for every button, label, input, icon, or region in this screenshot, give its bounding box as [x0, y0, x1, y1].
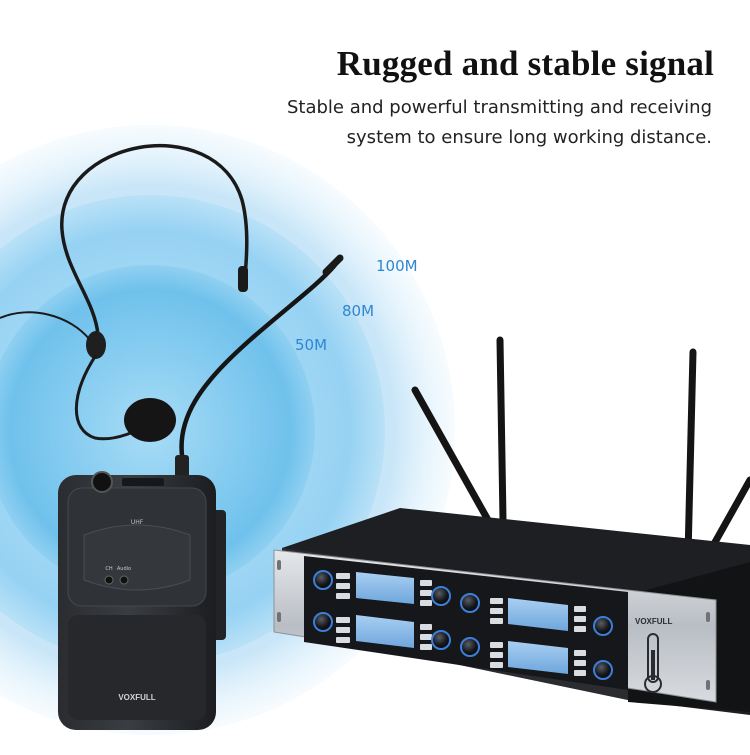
- knob-4: [431, 630, 451, 650]
- antenna-1: [411, 386, 492, 524]
- ch-label: CH: [105, 566, 112, 572]
- band-label: UHF: [131, 519, 144, 526]
- knob-3: [431, 586, 451, 606]
- volume-knobs: [313, 570, 613, 680]
- bodypack-transmitter: UHF CH Audio VOXFULL: [58, 471, 226, 730]
- rack-hole-right-top: [706, 612, 710, 622]
- headline: Rugged and stable signal: [336, 44, 714, 83]
- lcd-display-4: [508, 641, 568, 674]
- antenna-3: [684, 348, 697, 559]
- headset-microphone: [0, 143, 249, 442]
- headset-cable: [0, 311, 91, 341]
- ch-button: [104, 575, 114, 585]
- rack-hole-left-top: [277, 560, 281, 570]
- control-bezel: [83, 524, 191, 591]
- antenna-2: [496, 336, 507, 524]
- thermometer-logo-icon: [644, 633, 662, 693]
- headband-tip: [238, 266, 248, 292]
- mic-jack: [91, 471, 113, 493]
- range-label-80m: 80M: [342, 302, 375, 320]
- knob-7: [593, 616, 613, 636]
- range-label-100m: 100M: [376, 257, 418, 275]
- panel-buttons: [336, 573, 586, 676]
- knob-1: [313, 570, 333, 590]
- ear-hook: [86, 331, 106, 359]
- gooseneck-tip: [322, 254, 344, 276]
- bodypack-brand: VOXFULL: [118, 693, 155, 702]
- receiver-brand: VOXFULL: [635, 617, 672, 626]
- lcd-display-1: [356, 572, 414, 604]
- knob-8: [593, 660, 613, 680]
- description-line-2: system to ensure long working distance.: [346, 127, 712, 148]
- top-slot: [122, 478, 164, 486]
- gooseneck: [179, 263, 337, 471]
- knob-2: [313, 612, 333, 632]
- description-line-1: Stable and powerful transmitting and rec…: [286, 97, 712, 118]
- knob-6: [460, 637, 480, 657]
- audio-led: [119, 575, 129, 585]
- audio-label: Audio: [117, 566, 131, 572]
- rack-hole-left-bottom: [277, 612, 281, 622]
- knob-5: [460, 593, 480, 613]
- battery-door: [68, 615, 206, 720]
- receiver-unit: VOXFULL: [273, 508, 750, 715]
- lcd-display-3: [508, 598, 568, 631]
- range-label-50m: 50M: [295, 336, 328, 354]
- headband-side: [60, 229, 100, 336]
- lcd-display-2: [356, 615, 414, 648]
- receiver-antennas: [411, 336, 750, 564]
- windscreen: [124, 398, 176, 442]
- headband: [60, 143, 249, 291]
- rack-hole-right-bottom: [706, 680, 710, 690]
